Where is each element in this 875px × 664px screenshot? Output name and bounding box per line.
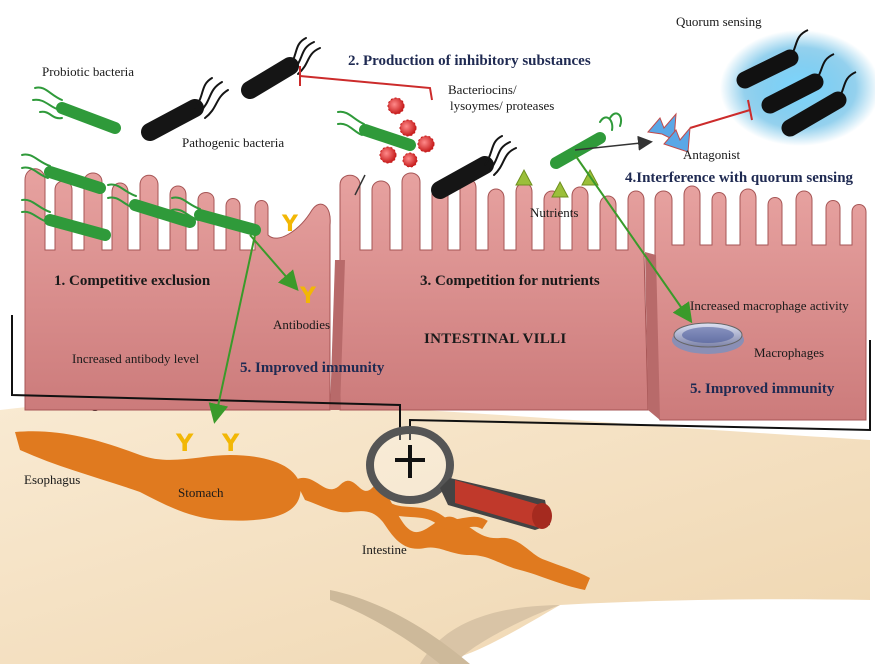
label-bacteriocins-2: lysoymes/ proteases [450, 99, 554, 114]
label-increased-macrophage: Increased macrophage activity [690, 299, 849, 314]
label-quorum-sensing: Quorum sensing [676, 15, 762, 30]
antibody-icon: Y [176, 430, 193, 458]
label-esophagus: Esophagus [24, 473, 80, 488]
label-intestine: Intestine [362, 543, 407, 558]
label-improved-immunity-left: 5. Improved immunity [240, 360, 384, 377]
label-production-inhibitory: 2. Production of inhibitory substances [348, 53, 591, 70]
label-improved-immunity-right: 5. Improved immunity [690, 381, 834, 398]
label-interference-quorum: 4.Interference with quorum sensing [625, 170, 853, 187]
quorum-sensing-cluster [720, 30, 875, 146]
label-antibodies: Antibodies [273, 318, 330, 333]
label-pathogenic-bacteria: Pathogenic bacteria [182, 136, 284, 151]
label-intestinal-villi: INTESTINAL VILLI [424, 331, 567, 348]
label-antagonist: Antagonist [683, 148, 740, 163]
inhibition-lines [300, 66, 752, 128]
label-macrophages: Macrophages [754, 346, 824, 361]
label-increased-antibody: Increased antibody level [72, 352, 199, 367]
macrophage-icon [672, 323, 744, 354]
antibody-icon: Y [282, 212, 298, 237]
label-probiotic-bacteria: Probiotic bacteria [42, 65, 134, 80]
label-nutrients: Nutrients [530, 206, 578, 221]
label-bacteriocins-1: Bacteriocins/ [448, 83, 517, 98]
antibody-icon: Y [222, 430, 239, 458]
antibody-icon: Y [300, 284, 316, 309]
label-stomach: Stomach [178, 486, 224, 501]
label-competitive-exclusion: 1. Competitive exclusion [54, 273, 210, 290]
label-competition-nutrients: 3. Competition for nutrients [420, 273, 600, 290]
